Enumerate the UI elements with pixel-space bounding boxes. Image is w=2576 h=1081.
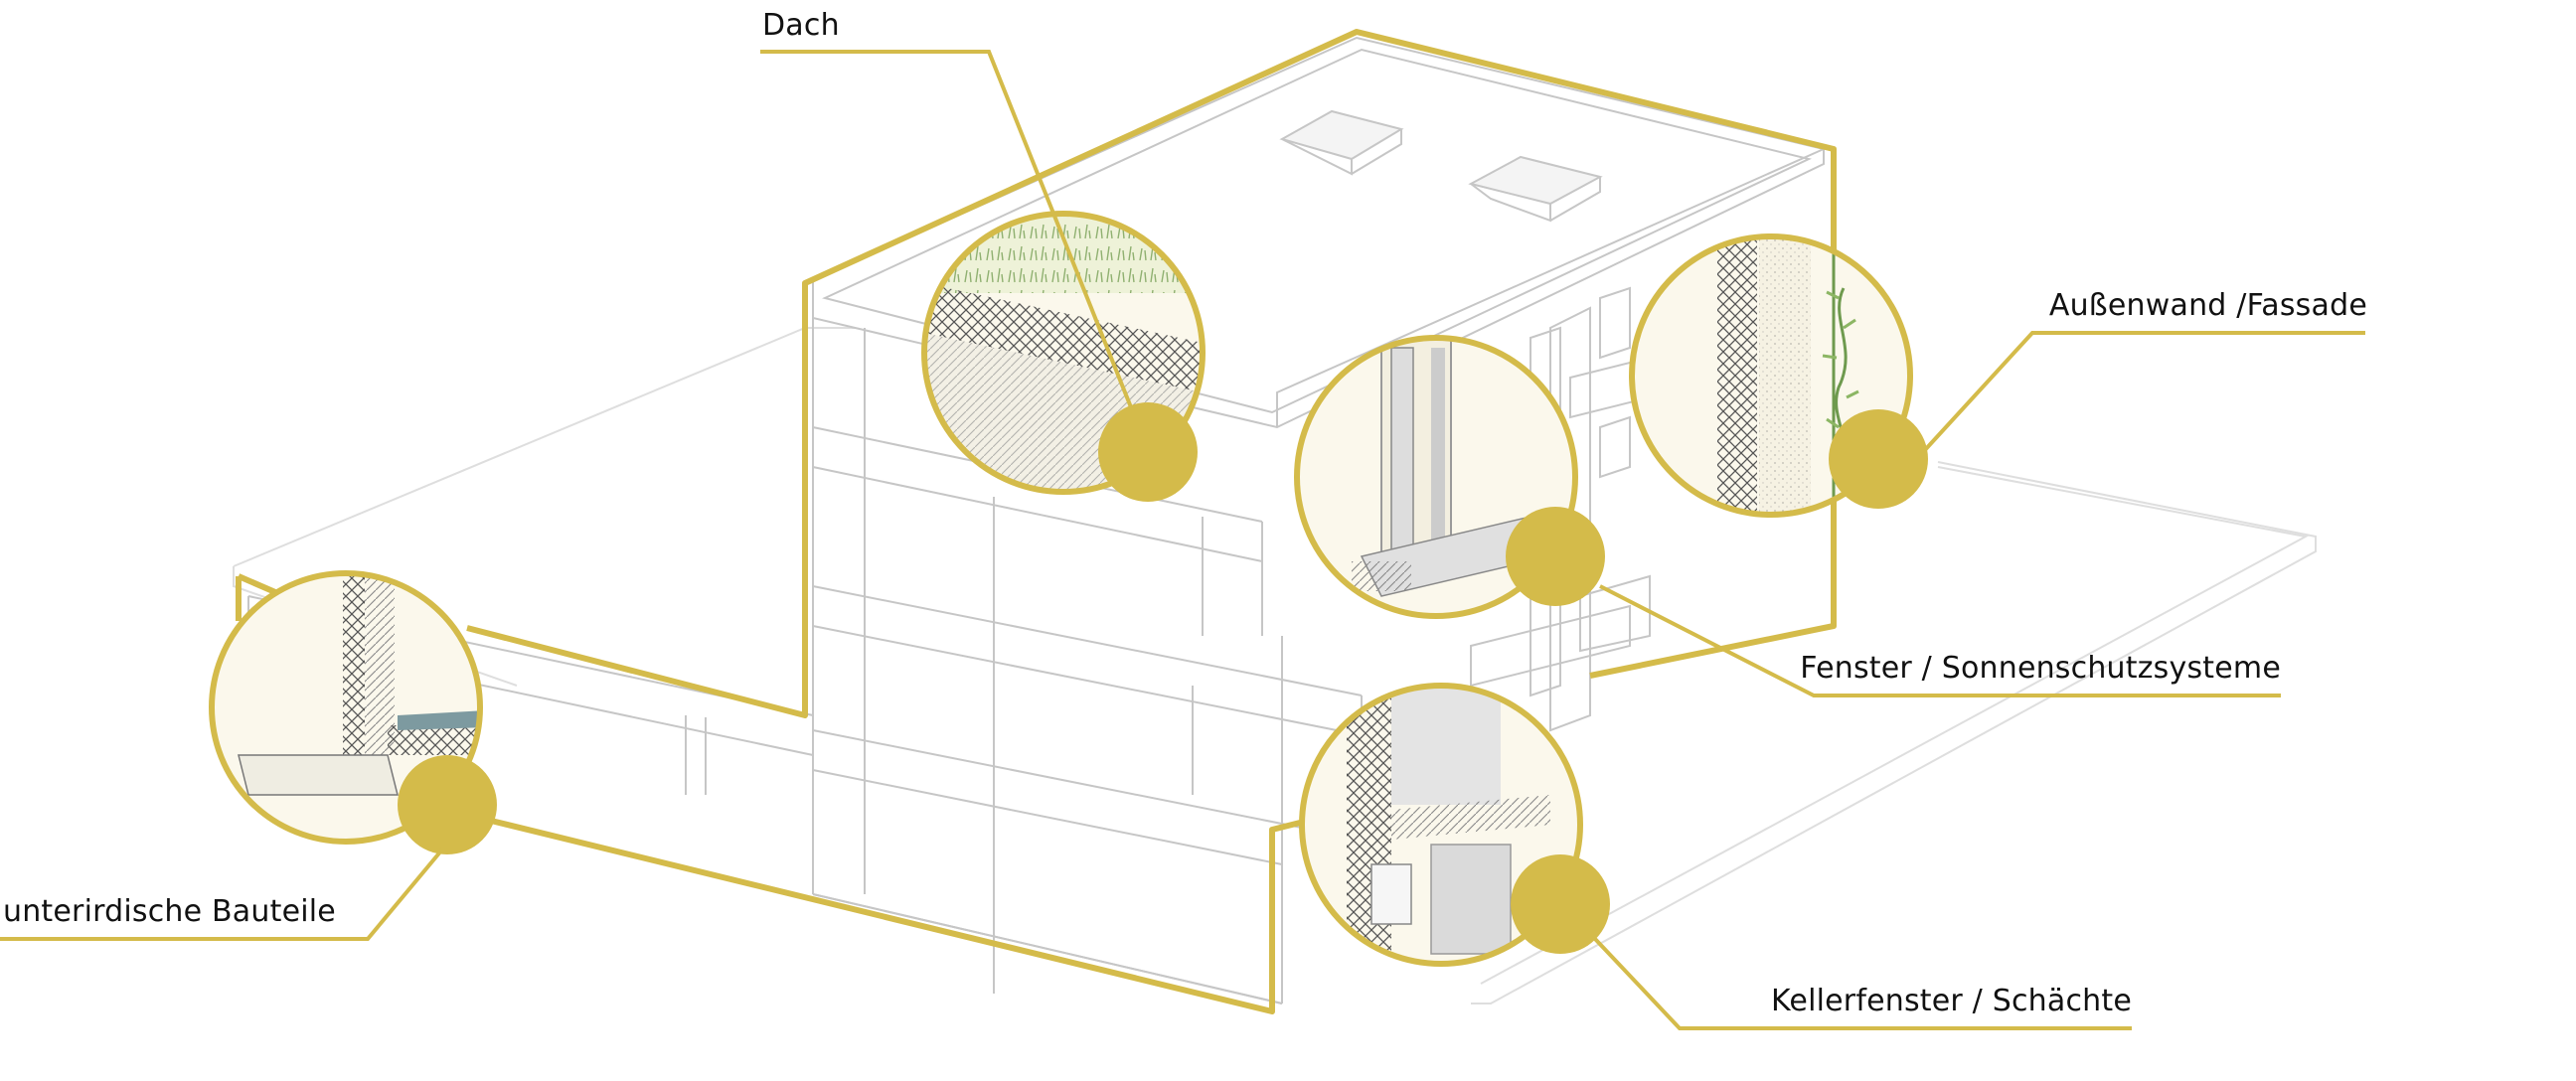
leader-cellar: [1593, 937, 2132, 1030]
leader-underground: [0, 848, 444, 941]
leader-window: [1599, 584, 2281, 697]
marker-cellar: [1511, 854, 1610, 954]
leader-facade: [1921, 331, 2365, 454]
detail-circle-cellar: [1299, 683, 1583, 967]
marker-dots: [398, 402, 1928, 954]
leader-roof: [760, 50, 1135, 413]
marker-window: [1506, 507, 1605, 606]
detail-circle-window: [1294, 335, 1578, 619]
label-keller: Kellerfenster / Schächte: [1771, 984, 2132, 1018]
marker-facade: [1829, 409, 1928, 509]
label-dach: Dach: [762, 8, 840, 43]
label-fenster: Fenster / Sonnenschutzsysteme: [1800, 651, 2281, 686]
label-unterirdisch: unterirdische Bauteile: [3, 894, 336, 929]
leader-lines: [0, 50, 2365, 1030]
marker-underground: [398, 755, 497, 854]
label-aussenwand: Außenwand /Fassade: [2048, 288, 2367, 323]
marker-roof: [1098, 402, 1198, 502]
